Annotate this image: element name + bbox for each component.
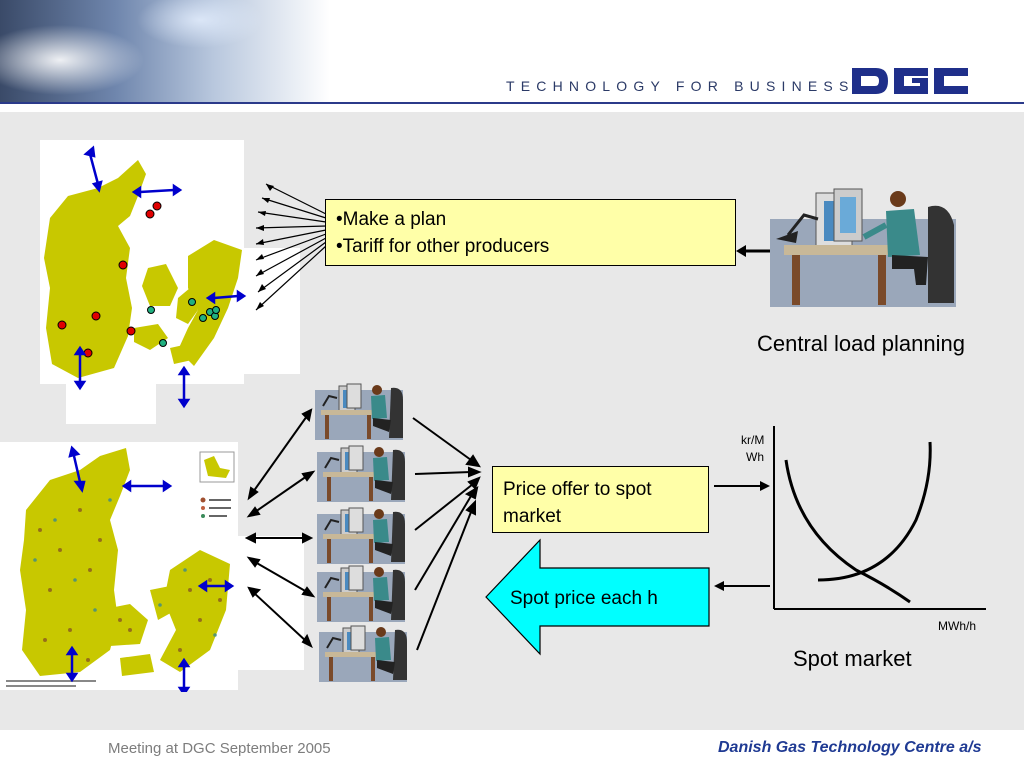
plan-item-make-plan: •Make a plan [336,209,447,230]
central-load-planning-label: Central load planning [757,331,965,356]
x-axis-label: MWh/h [938,619,977,633]
y-axis-label-line1: kr/M [741,433,765,447]
spot-price-label: Spot price each h [510,588,658,609]
tagline: TECHNOLOGY FOR BUSINESS [506,78,855,94]
price-offer-text: Price offer to spot market [503,479,652,527]
footer-meeting: Meeting at DGC September 2005 [108,740,331,757]
producers-column [245,383,482,682]
offer-to-market-arrow [714,481,770,491]
price-offer-box: Price offer to spot market [492,466,709,533]
plan-broadcast-arrows [255,183,327,311]
spot-market-chart [773,426,986,610]
plan-item-tariff: •Tariff for other producers [336,236,550,257]
y-axis-label-line2: Wh [746,450,764,464]
denmark-plants-map [40,140,300,424]
footer-company: Danish Gas Technology Centre a/s [718,739,982,756]
spot-price-arrow [485,538,710,656]
header-divider [0,102,1024,104]
demand-curve [784,459,911,604]
central-planner-illustration [770,188,956,307]
supply-curve [817,441,932,582]
market-to-price-arrow [714,581,770,591]
denmark-producers-map [0,442,304,692]
dgc-logo [852,68,968,94]
plan-box: •Make a plan •Tariff for other producers [325,199,736,266]
gas-flame-banner [0,0,330,104]
spot-market-label: Spot market [793,646,912,671]
